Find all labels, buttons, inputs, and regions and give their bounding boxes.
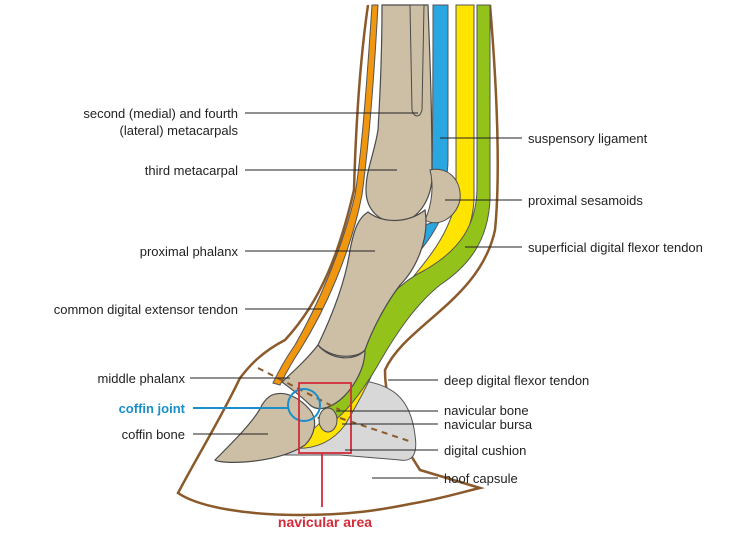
label-navicular-bursa: navicular bursa: [444, 417, 533, 432]
navicular-area-box: [298, 382, 352, 454]
label-third-metacarpal: third metacarpal: [145, 163, 238, 178]
label-middle-phalanx: middle phalanx: [98, 371, 186, 386]
label-suspensory-ligament: suspensory ligament: [528, 131, 648, 146]
label-sdft: superficial digital flexor tendon: [528, 240, 703, 255]
label-ddft: deep digital flexor tendon: [444, 373, 589, 388]
middle-phalanx-bone: [281, 344, 366, 410]
sole-dashes: [339, 417, 413, 443]
label-common-extensor: common digital extensor tendon: [54, 302, 238, 317]
hoof-skin-outline: [176, 4, 499, 517]
splint-bone: [409, 4, 425, 117]
label-proximal-sesamoids: proximal sesamoids: [528, 193, 643, 208]
label-digital-cushion: digital cushion: [444, 443, 526, 458]
label-metacarpals-line2: (lateral) metacarpals: [120, 123, 239, 138]
extensor-tendon-shape: [272, 4, 379, 386]
label-coffin-joint: coffin joint: [119, 401, 186, 416]
label-proximal-phalanx: proximal phalanx: [140, 244, 239, 259]
label-navicular-bone: navicular bone: [444, 403, 529, 418]
proximal-sesamoid-bone: [424, 168, 461, 224]
label-navicular-area: navicular area: [278, 514, 372, 530]
label-metacarpals-line1: second (medial) and fourth: [83, 106, 238, 121]
label-hoof-capsule: hoof capsule: [444, 471, 518, 486]
coffin-joint-marker: [287, 388, 321, 422]
label-coffin-bone: coffin bone: [122, 427, 185, 442]
suspensory-ligament-shape: [431, 4, 449, 191]
navicular-bone: [318, 407, 338, 433]
